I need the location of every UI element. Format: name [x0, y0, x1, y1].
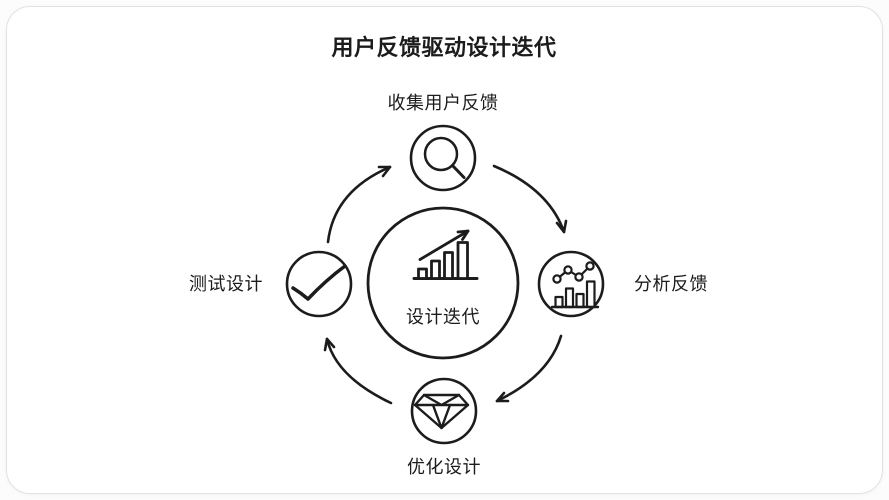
- node-left: [285, 250, 353, 318]
- node-top: [409, 124, 477, 192]
- cycle-arrows: [323, 164, 568, 405]
- node-label-optimize-design: 优化设计: [407, 457, 481, 477]
- analytics-icon: [550, 261, 600, 309]
- node-label-analyze-feedback: 分析反馈: [634, 274, 708, 294]
- search-icon: [423, 136, 466, 179]
- arrow-right-to-bottom: [495, 334, 563, 403]
- growth-chart-icon: [412, 229, 479, 280]
- node-circle-top: [409, 124, 477, 192]
- node-bottom: [410, 377, 478, 445]
- diagram-title: 用户反馈驱动设计迭代: [331, 35, 557, 60]
- node-label-collect-feedback: 收集用户反馈: [387, 93, 499, 113]
- center-node: [366, 206, 520, 360]
- checkmark-icon: [291, 264, 347, 301]
- node-label-test-design: 测试设计: [189, 274, 263, 294]
- center-circle: [366, 206, 520, 360]
- node-circle-left: [285, 250, 353, 318]
- arrow-top-to-right: [492, 164, 568, 234]
- node-right: [537, 250, 605, 318]
- diamond-icon: [413, 393, 470, 430]
- center-node-label: 设计迭代: [406, 307, 480, 327]
- arrow-bottom-to-left: [323, 337, 393, 405]
- arrow-left-to-top: [326, 165, 392, 244]
